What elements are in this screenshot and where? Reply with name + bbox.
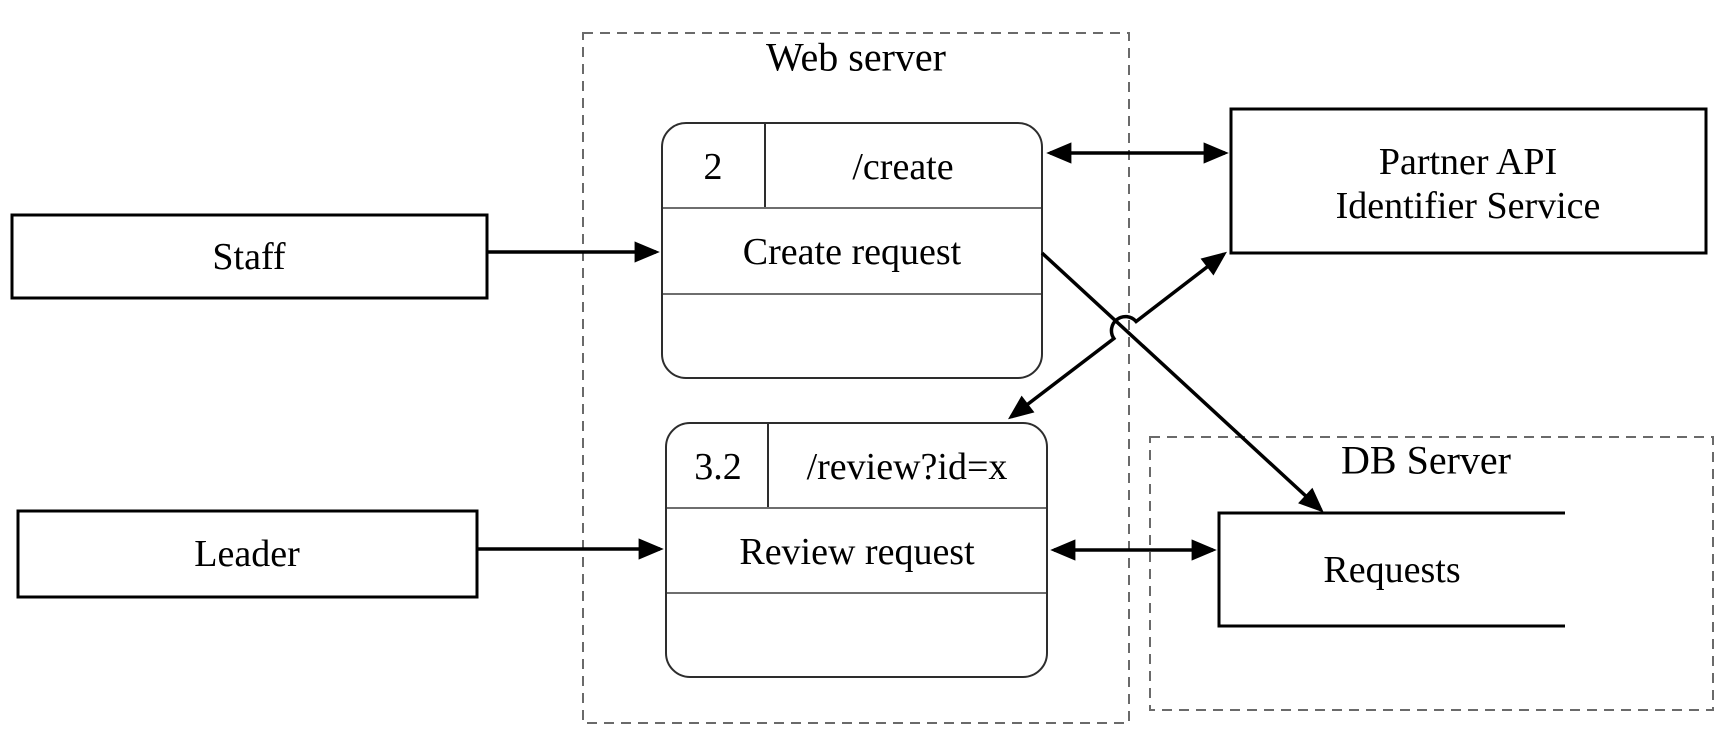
staff-entity-box bbox=[10, 213, 489, 300]
flow-create-to-requests-arrow bbox=[1040, 251, 1324, 513]
requests-datastore-label: Requests bbox=[1323, 549, 1460, 591]
create-process: 2 /create Create request bbox=[661, 122, 1043, 379]
review-process-name: Review request bbox=[739, 531, 975, 573]
review-process-box bbox=[665, 422, 1048, 678]
staff-label: Staff bbox=[212, 236, 286, 278]
review-process: 3.2 /review?id=x Review request bbox=[665, 422, 1048, 678]
create-process-route: /create bbox=[852, 146, 953, 188]
create-process-name: Create request bbox=[743, 231, 962, 273]
review-process-number: 3.2 bbox=[694, 446, 742, 488]
partner-api-entity-box bbox=[1229, 107, 1708, 255]
db-server-container bbox=[1149, 436, 1714, 711]
flow-review-partner-api-double-arrow-with-hop bbox=[1007, 251, 1227, 420]
requests-datastore-shape bbox=[1217, 511, 1565, 628]
leader-label: Leader bbox=[194, 533, 300, 575]
partner-api-label-line2: Identifier Service bbox=[1336, 185, 1601, 227]
db-server-title: DB Server bbox=[1341, 438, 1511, 483]
partner-api-label-line1: Partner API bbox=[1379, 141, 1557, 183]
web-server-title: Web server bbox=[766, 35, 946, 80]
review-process-route: /review?id=x bbox=[807, 446, 1008, 488]
create-process-number: 2 bbox=[704, 146, 723, 188]
leader-entity-box bbox=[16, 509, 479, 599]
create-process-box bbox=[661, 122, 1043, 379]
